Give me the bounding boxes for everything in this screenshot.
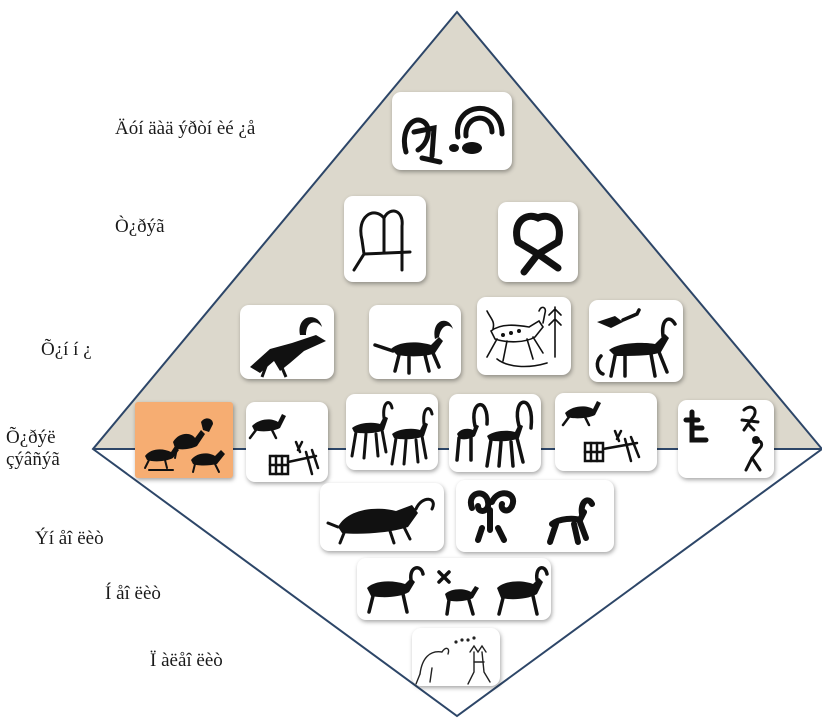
- deer-and-chariot-petroglyph: [248, 414, 320, 476]
- level4-tile-4: [449, 394, 541, 472]
- level1-tile: [392, 92, 512, 170]
- level-label-7: Ï àëåî ëèò: [150, 650, 223, 671]
- level4-tile-3: [346, 394, 438, 470]
- level-label-5: Ýí åî ëèò: [35, 528, 104, 549]
- tamga-sign-petroglyph: [352, 209, 412, 272]
- level3-tile-4: [589, 300, 683, 382]
- level3-tile-3: [477, 297, 571, 375]
- ibex-petroglyph: [250, 317, 326, 378]
- level-label-6: Í åî ëèò: [105, 583, 161, 604]
- tamga-sign-petroglyph: [513, 212, 563, 276]
- hunt-scene-petroglyph: [486, 306, 562, 368]
- ibex-pair-petroglyph: [350, 401, 434, 466]
- level4-tile-1: [135, 402, 233, 478]
- upper-triangle-fill: [93, 12, 822, 449]
- ram-and-ibex-petroglyph: [467, 490, 595, 545]
- level7-tile-1: [412, 628, 500, 686]
- ox-and-figure-petroglyph: [402, 106, 505, 165]
- human-figures-petroglyph: [683, 405, 764, 472]
- level3-tile-2: [369, 305, 461, 379]
- level5-tile-1: [320, 483, 444, 551]
- level6-tile-1: [357, 558, 551, 620]
- ibex-petroglyph: [373, 320, 453, 375]
- outline-animal-petroglyph: [415, 636, 491, 685]
- hunting-scene-petroglyph: [144, 418, 225, 473]
- level4-tile-2: [246, 402, 328, 482]
- level-label-3: Õ¿í í ¿: [41, 339, 92, 360]
- level5-tile-2: [456, 480, 614, 552]
- level-label-2: Ò¿ðýã: [115, 216, 165, 237]
- level4-tile-5: [555, 393, 657, 471]
- level-label-4: Õ¿ðýë çýâñýã: [6, 427, 60, 470]
- level2-tile-1: [344, 196, 426, 282]
- level4-tile-6: [678, 400, 774, 478]
- ibex-petroglyph: [595, 308, 677, 378]
- level2-tile-2: [498, 202, 578, 282]
- boar-petroglyph: [326, 497, 435, 545]
- ibex-pair-petroglyph: [455, 400, 534, 468]
- level3-tile-1: [240, 305, 334, 379]
- diamond-outline: [91, 10, 822, 718]
- ibex-row-petroglyph: [367, 566, 549, 616]
- deer-and-chariot-petroglyph: [561, 401, 641, 463]
- level-label-1: Äóí äàä ýðòí èé ¿å: [115, 118, 256, 139]
